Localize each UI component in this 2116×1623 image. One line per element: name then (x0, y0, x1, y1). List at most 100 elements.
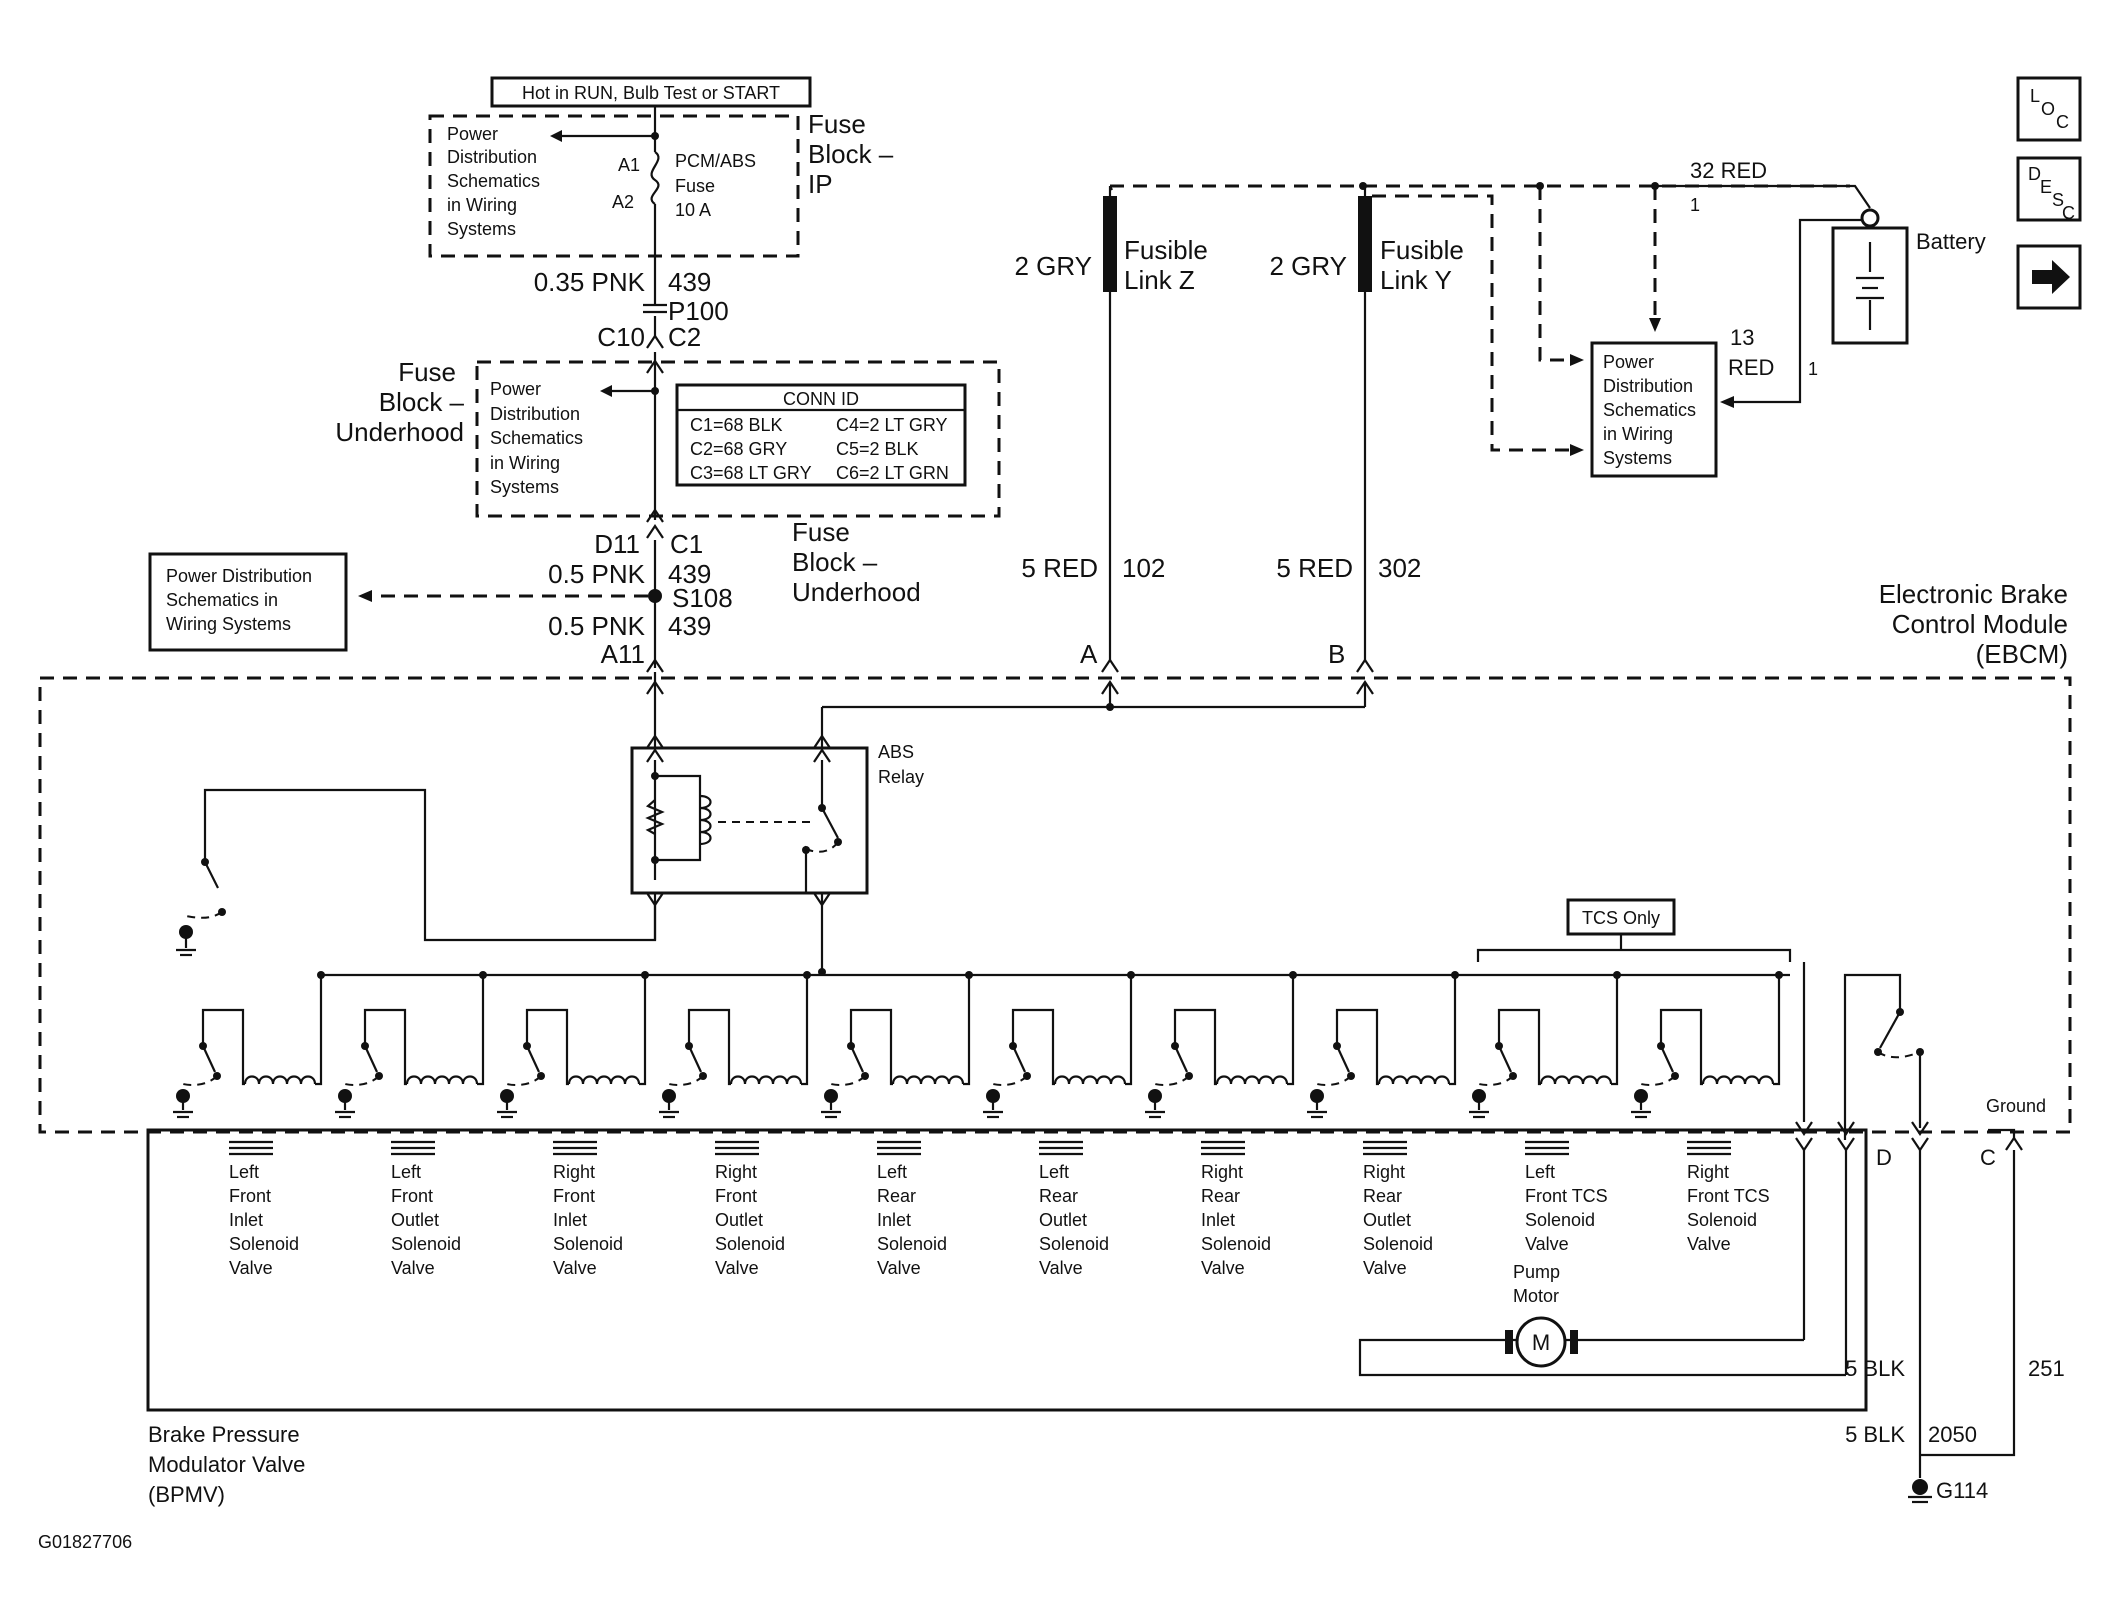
splice-s108 (648, 589, 662, 603)
tcs-only-box (1566, 898, 1676, 936)
svg-text:0.5 PNK: 0.5 PNK (548, 611, 645, 641)
ground-icon (176, 1089, 190, 1103)
valve-label-line: Valve (877, 1258, 921, 1278)
bpmv-section: LeftFrontInletSolenoidValveLeftFrontOutl… (146, 1128, 1868, 1507)
solenoid-channel (173, 971, 325, 1119)
valve-label-line: Solenoid (877, 1234, 947, 1254)
svg-text:D: D (1876, 1145, 1892, 1170)
svg-text:A: A (1080, 639, 1098, 669)
svg-text:A11: A11 (601, 639, 645, 669)
svg-text:Power Distribution: Power Distribution (166, 566, 312, 586)
svg-text:CONN ID: CONN ID (783, 389, 859, 409)
svg-text:Modulator Valve: Modulator Valve (148, 1452, 305, 1477)
svg-text:Electronic Brake: Electronic Brake (1879, 579, 2068, 609)
svg-text:D11: D11 (594, 529, 640, 559)
fusible-link-z-icon (1103, 196, 1117, 292)
svg-text:Fuse: Fuse (792, 517, 850, 547)
solenoid-channel (1469, 971, 1621, 1119)
ground-icon (1310, 1089, 1324, 1103)
abs-relay-box (630, 746, 869, 895)
valve-label-line: Solenoid (715, 1234, 785, 1254)
ebcm-section: Electronic Brake Control Module (EBCM) A… (38, 579, 2072, 1375)
svg-text:Link Y: Link Y (1380, 265, 1452, 295)
svg-text:Fuse: Fuse (808, 109, 866, 139)
valve-label-line: Solenoid (1525, 1210, 1595, 1230)
svg-text:M: M (1532, 1330, 1550, 1355)
conn-id-table (675, 383, 967, 487)
arrow-left-icon (550, 130, 562, 142)
arrow-right-icon (1570, 444, 1584, 456)
svg-text:13: 13 (1730, 325, 1754, 350)
valve-labels: LeftFrontInletSolenoidValveLeftFrontOutl… (229, 1140, 1770, 1278)
loc-button[interactable]: L O C (2016, 76, 2082, 142)
svg-text:Power: Power (447, 124, 498, 144)
svg-text:2 GRY: 2 GRY (1014, 251, 1092, 281)
svg-text:Power: Power (490, 379, 541, 399)
svg-text:Distribution: Distribution (490, 404, 580, 424)
valve-label-line: Front (229, 1186, 271, 1206)
valve-label-line: Solenoid (1039, 1234, 1109, 1254)
valve-label-line: Valve (715, 1258, 759, 1278)
valve-label-line: Inlet (877, 1210, 911, 1230)
arrow-left-icon (1720, 396, 1734, 408)
solenoid-channel (983, 971, 1135, 1119)
valve-label-line: Front (553, 1186, 595, 1206)
svg-text:32 RED: 32 RED (1690, 158, 1767, 183)
valve-label-line: Outlet (715, 1210, 763, 1230)
solenoid-coil-icon (243, 1075, 317, 1085)
svg-text:Control Module: Control Module (1892, 609, 2068, 639)
next-button[interactable] (2016, 244, 2082, 310)
valve-label-line: Valve (1525, 1234, 1569, 1254)
valve-label-line: Left (1039, 1162, 1069, 1182)
solenoid-coil-icon (567, 1075, 641, 1085)
valve-label-line: Valve (1687, 1234, 1731, 1254)
svg-text:5 RED: 5 RED (1276, 553, 1353, 583)
svg-text:5 BLK: 5 BLK (1845, 1356, 1905, 1381)
svg-text:Block –: Block – (379, 387, 465, 417)
solenoid-channel (497, 971, 649, 1119)
svg-text:in Wiring: in Wiring (490, 453, 560, 473)
svg-text:Schematics in: Schematics in (166, 590, 278, 610)
svg-text:C1: C1 (670, 529, 703, 559)
svg-text:Wiring Systems: Wiring Systems (166, 614, 291, 634)
svg-text:1: 1 (1690, 195, 1700, 215)
svg-text:302: 302 (1378, 553, 1421, 583)
svg-text:(EBCM): (EBCM) (1976, 639, 2068, 669)
hot-in-run-box (490, 76, 812, 108)
valve-label-line: Front TCS (1687, 1186, 1770, 1206)
valve-label-line: Solenoid (553, 1234, 623, 1254)
svg-text:Block –: Block – (792, 547, 878, 577)
svg-text:C2: C2 (668, 322, 701, 352)
svg-text:5 RED: 5 RED (1021, 553, 1098, 583)
valve-label-line: Right (715, 1162, 757, 1182)
svg-text:C5=2 BLK: C5=2 BLK (836, 439, 919, 459)
solenoid-coil-icon (1701, 1075, 1775, 1085)
valve-label-line: Solenoid (1201, 1234, 1271, 1254)
solenoid-coil-icon (405, 1075, 479, 1085)
ground-icon (1634, 1089, 1648, 1103)
valve-label-line: Front (391, 1186, 433, 1206)
valve-label-line: Rear (1201, 1186, 1240, 1206)
svg-text:Fusible: Fusible (1124, 235, 1208, 265)
fuse-icon (650, 151, 660, 205)
svg-text:Fuse: Fuse (398, 357, 456, 387)
valve-label-line: Left (229, 1162, 259, 1182)
solenoid-coil-icon (1539, 1075, 1613, 1085)
svg-text:102: 102 (1122, 553, 1165, 583)
valve-label-line: Front (715, 1186, 757, 1206)
desc-button[interactable]: D E S C (2016, 156, 2082, 223)
svg-text:C2=68 GRY: C2=68 GRY (690, 439, 787, 459)
solenoid-channel (1145, 971, 1297, 1119)
svg-text:439: 439 (668, 267, 711, 297)
svg-text:Fusible: Fusible (1380, 235, 1464, 265)
fusible-link-y-icon (1358, 196, 1372, 292)
svg-text:Distribution: Distribution (1603, 376, 1693, 396)
valve-label-line: Valve (1363, 1258, 1407, 1278)
svg-text:0.5 PNK: 0.5 PNK (548, 559, 645, 589)
arrow-right-icon (1570, 354, 1584, 366)
